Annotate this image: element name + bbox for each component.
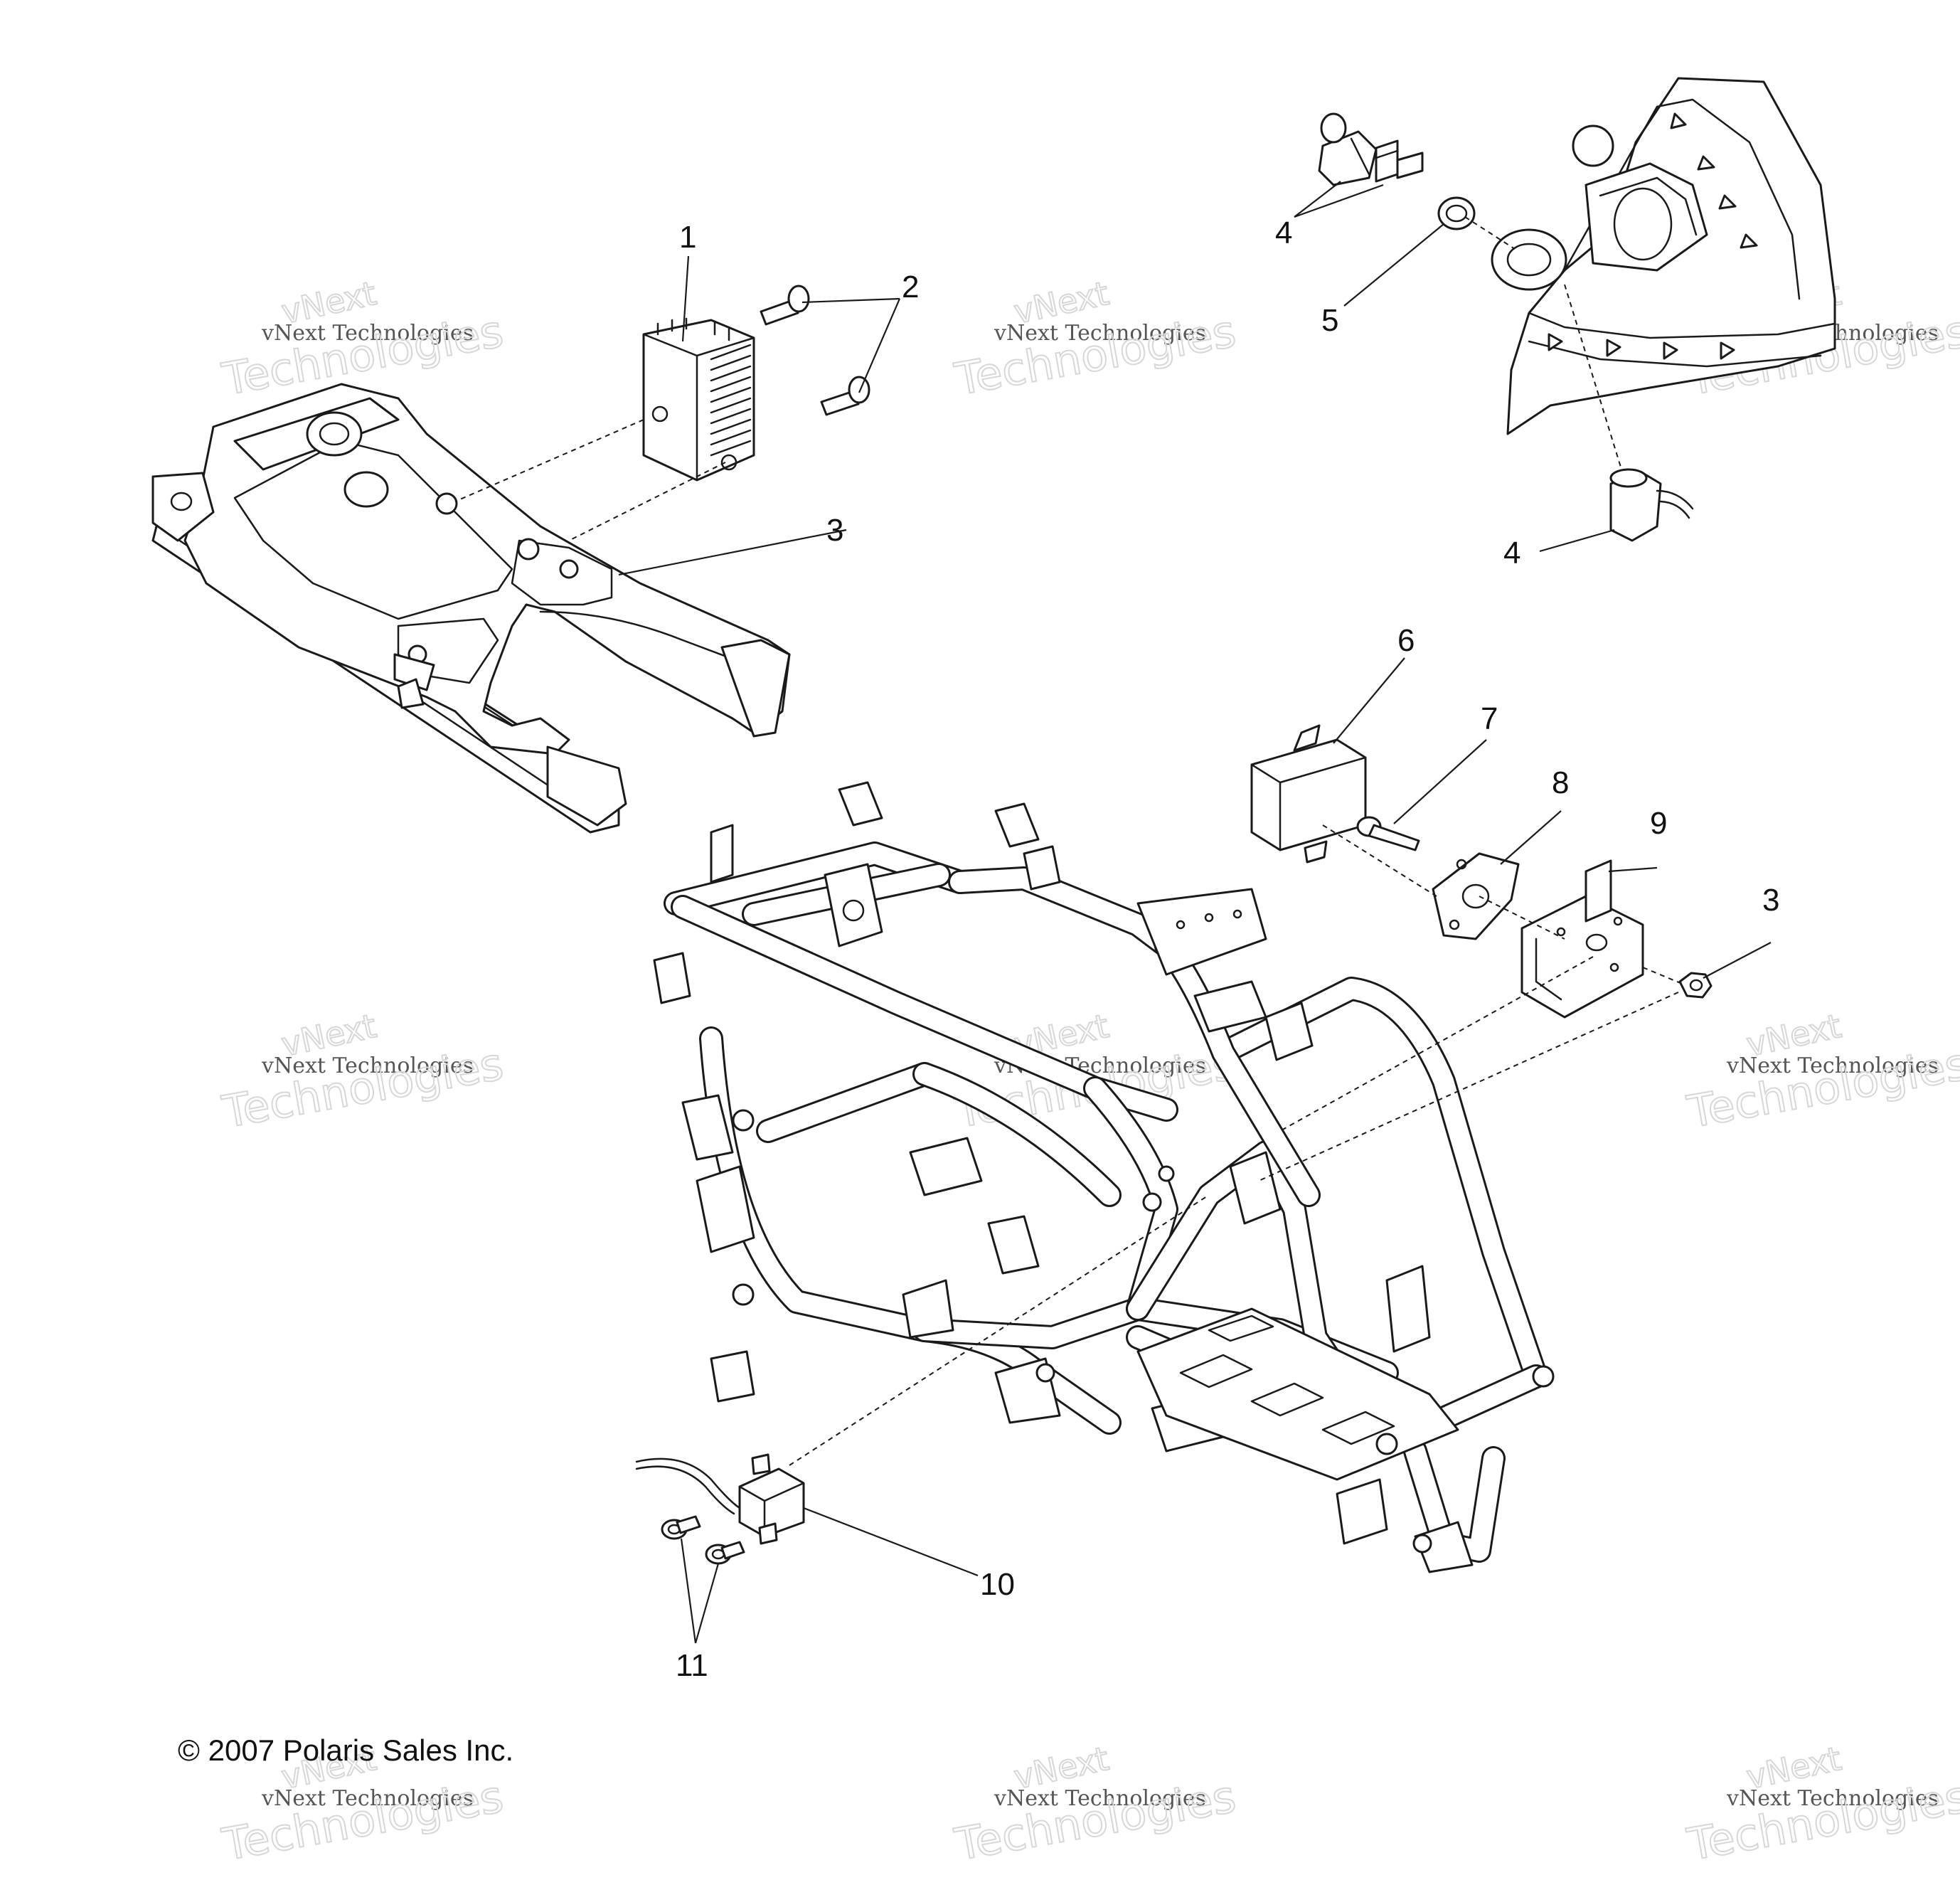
mounting-plate-8[interactable] [1432,852,1520,940]
watermark-text: vNext Technologies [261,321,474,346]
callout-5: 5 [1321,303,1338,338]
screw-2b[interactable] [820,376,870,416]
watermark-text: vNext Technologies [1726,1053,1939,1078]
footrest-plate [1136,1307,1459,1481]
watermark: vNext vNext Technologies Technologies [218,273,508,406]
callout-8: 8 [1552,765,1569,800]
grommet-5[interactable] [1437,196,1476,230]
copyright-notice: © 2007 Polaris Sales Inc. [178,1733,513,1767]
callouts: 1 2 3 4 5 4 6 7 8 9 3 10 11 [676,216,1779,1683]
watermark-text: vNext Technologies [1726,1786,1939,1811]
frame-bolt-heads [732,1109,1555,1554]
watermark: vNext vNext Technologies Technologies [218,1006,508,1139]
callout-7: 7 [1481,701,1498,736]
bulb-socket-4b[interactable] [1609,468,1694,542]
clip-4a[interactable] [1375,139,1424,183]
callout-3b: 3 [1762,883,1779,918]
watermark-technologies: Technologies [218,1038,507,1138]
watermark-technologies: Technologies [1683,1038,1960,1138]
watermark-technologies: Technologies [951,305,1240,405]
callout-4a: 4 [1275,216,1292,250]
callout-4b: 4 [1503,536,1520,570]
watermark: vNext vNext Technologies Technologies [1683,1738,1960,1871]
callout-11: 11 [676,1648,708,1683]
callout-9: 9 [1650,806,1667,841]
headlight-pod [1491,77,1836,435]
watermark-text: vNext Technologies [261,1786,474,1811]
main-frame [653,781,1555,1573]
assembly-lines [454,216,1686,1466]
bracket-9[interactable] [1520,859,1644,1019]
watermark-technologies: Technologies [218,1770,507,1871]
callout-3a: 3 [826,513,843,548]
watermark: vNext vNext Technologies Technologies [950,273,1240,406]
bolt-7[interactable] [1356,816,1420,851]
rear-subframe [151,383,791,834]
watermark: vNext vNext Technologies Technologies [1683,1006,1960,1139]
watermark-text: vNext Technologies [994,1786,1206,1811]
sensor-10[interactable] [635,1453,805,1545]
screw-11b[interactable] [705,1541,745,1565]
bulb-4a[interactable] [1318,112,1378,186]
watermark-technologies: Technologies [1683,1770,1960,1871]
watermark-technologies: Technologies [951,1770,1240,1871]
screw-11a[interactable] [661,1515,701,1540]
leader-lines [618,181,1772,1644]
callout-10: 10 [980,1567,1015,1602]
callout-2: 2 [902,270,919,304]
callout-6: 6 [1397,623,1415,658]
watermark: vNext vNext Technologies Technologies [950,1738,1240,1871]
voltage-regulator-1[interactable] [642,317,755,482]
nut-3b[interactable] [1678,972,1713,999]
callout-1: 1 [679,220,696,255]
watermark-text: vNext Technologies [994,321,1206,346]
screw-2a[interactable] [760,285,810,326]
watermark-text: vNext Technologies [261,1053,474,1078]
